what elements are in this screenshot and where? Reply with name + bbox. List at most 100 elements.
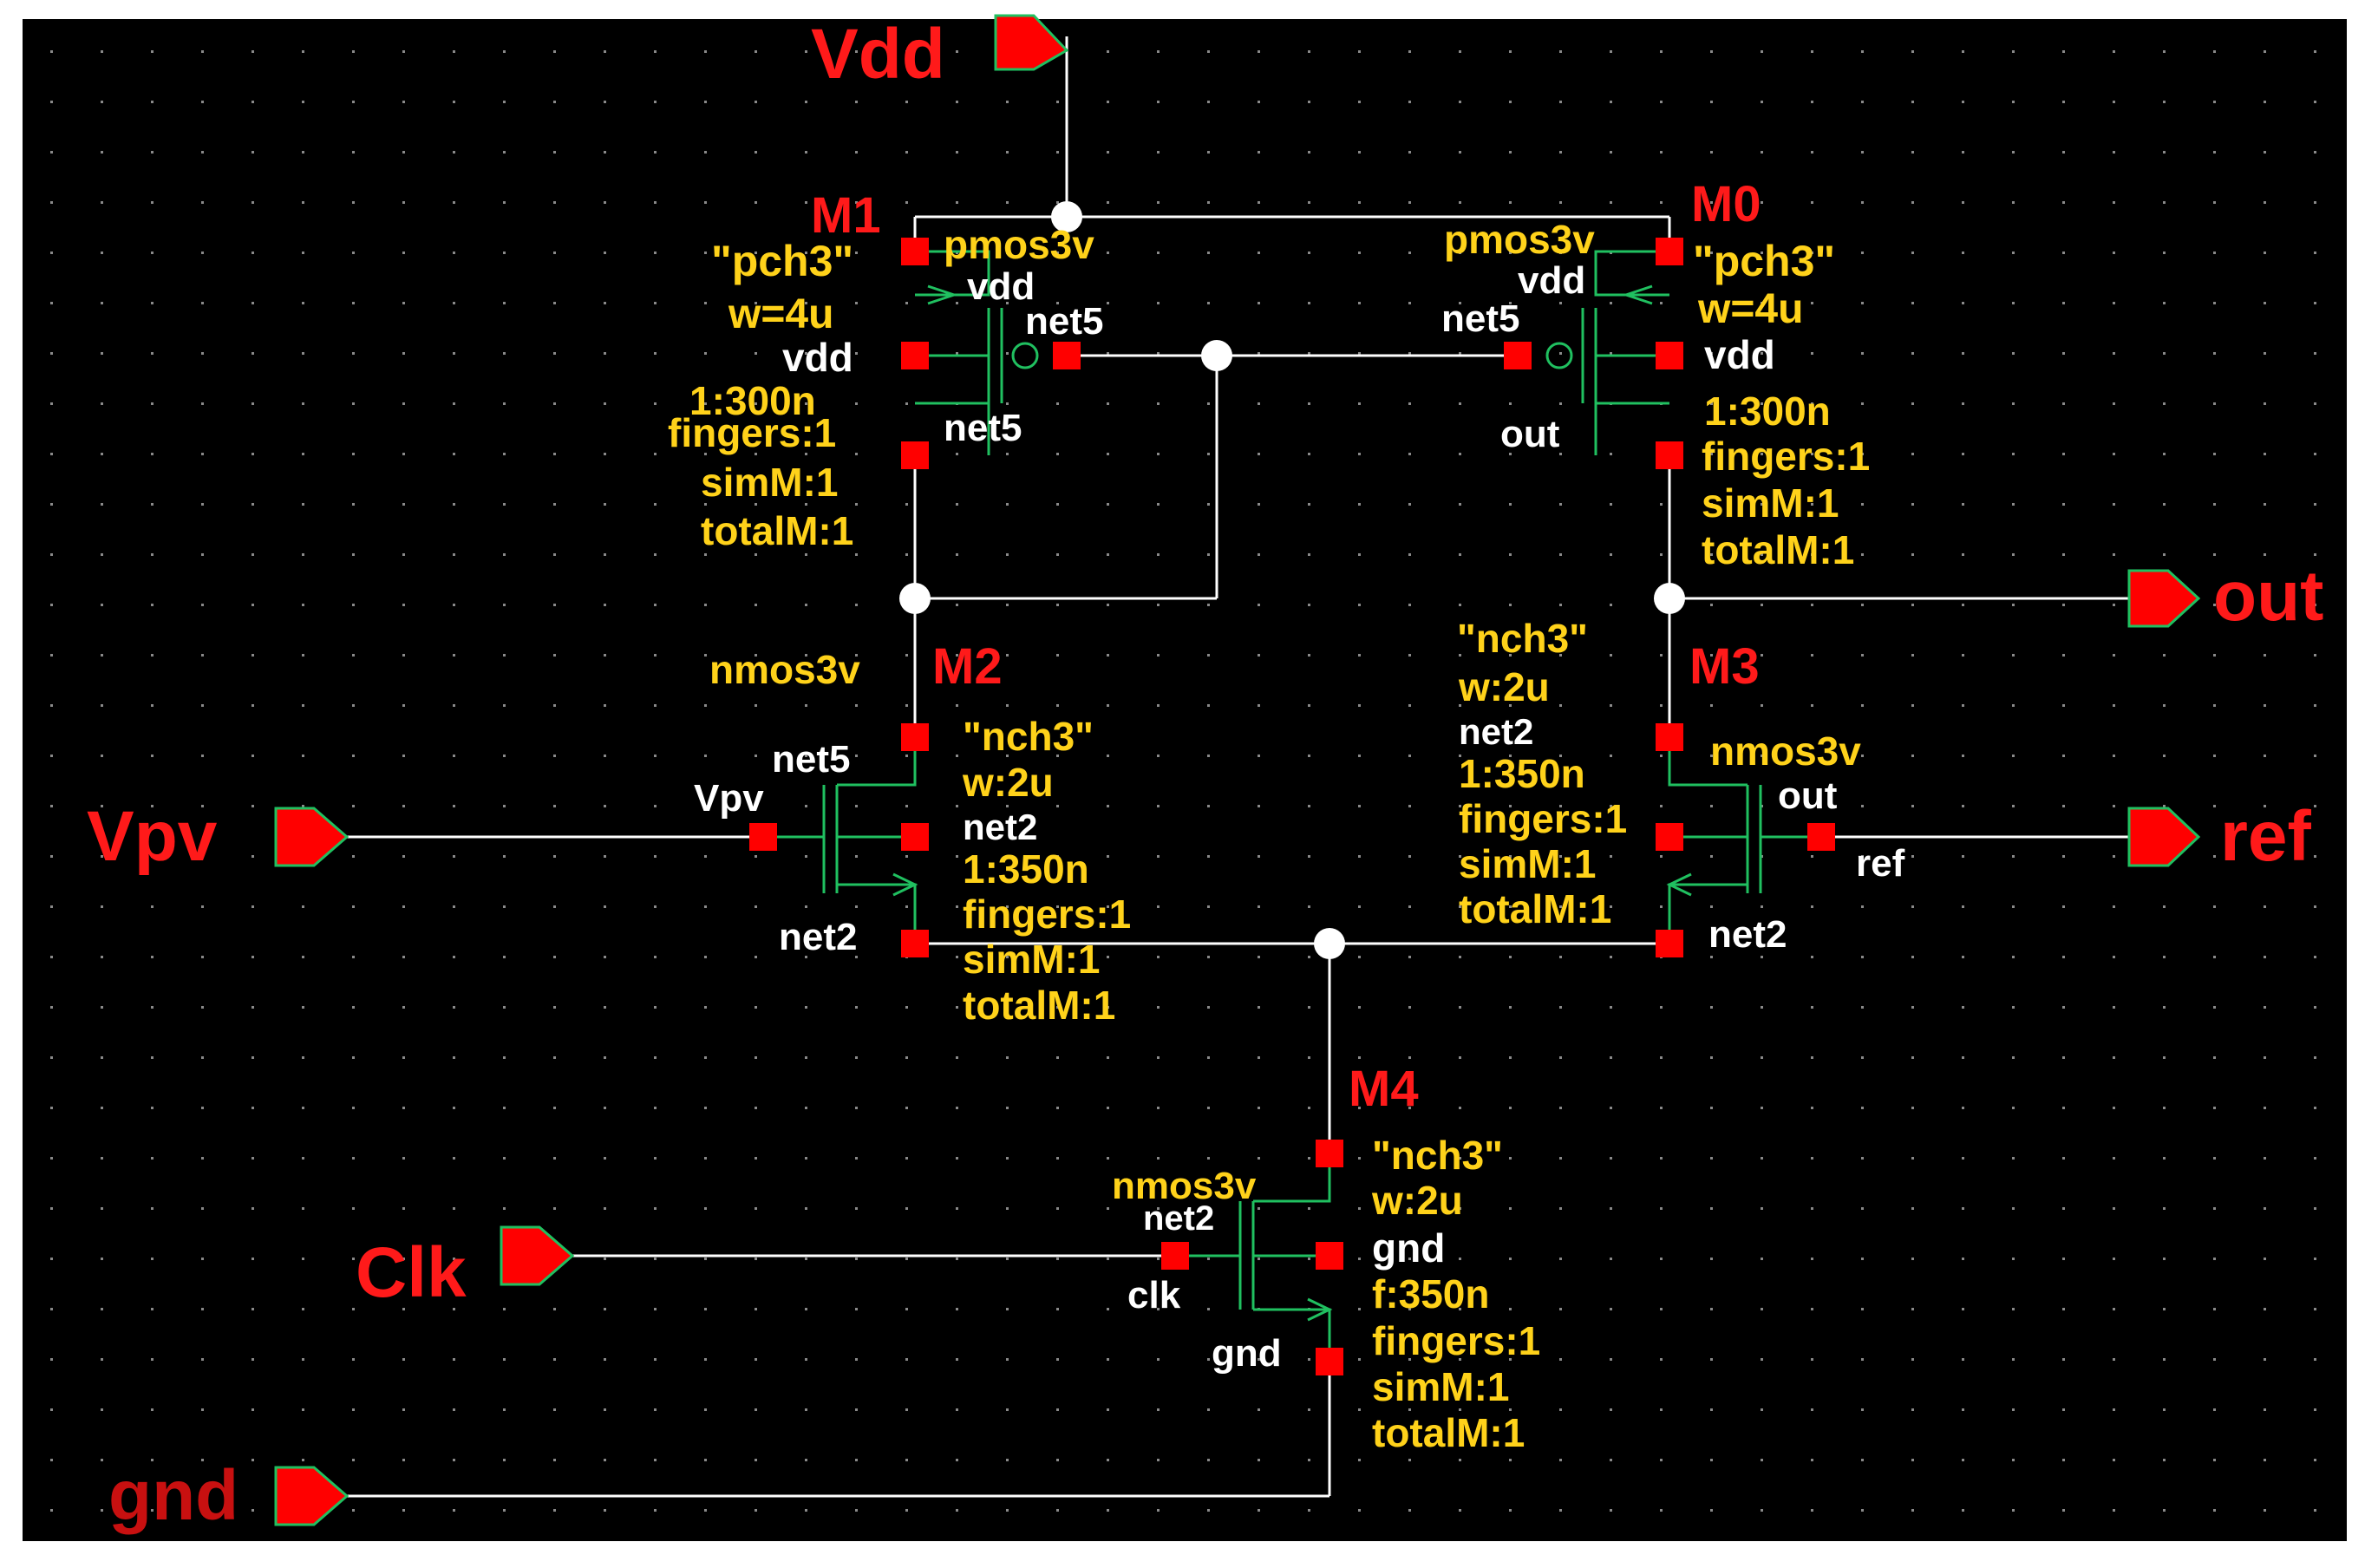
pin-m2-drain[interactable] (901, 723, 929, 751)
instance-m1: M1 pmos3v "pch3" vdd w=4u net5 vdd 1:300… (668, 187, 1103, 553)
param-totalm: totalM:1 (1702, 527, 1854, 572)
net-label-bulk: net2 (963, 807, 1037, 847)
port-label-vpv: Vpv (87, 797, 218, 876)
param-fingers: fingers:1 (963, 892, 1131, 937)
pin-m4-gate[interactable] (1161, 1242, 1189, 1270)
junction-dot (1201, 340, 1232, 371)
pin-m2-bulk[interactable] (901, 823, 929, 851)
param-totalm: totalM:1 (1372, 1410, 1525, 1455)
nmos-symbol-m2[interactable] (763, 737, 918, 944)
input-pin-icon (500, 1225, 575, 1286)
param-simm: simM:1 (963, 937, 1100, 982)
net-label-source: net2 (1708, 913, 1787, 956)
net-label-bulk: gnd (1372, 1225, 1445, 1271)
instance-m2: nmos3v M2 "nch3" net5 w:2u Vpv net2 1:35… (694, 638, 1131, 1028)
cell-name: nmos3v (1112, 1165, 1257, 1207)
pin-m2-source[interactable] (901, 930, 929, 957)
param-simm: simM:1 (1372, 1364, 1509, 1409)
pin-m0-source[interactable] (1656, 238, 1683, 265)
param-totalm: totalM:1 (1459, 886, 1611, 931)
pin-m3-gate[interactable] (1807, 823, 1835, 851)
pin-m3-bulk[interactable] (1656, 823, 1683, 851)
instance-m4: M4 "nch3" nmos3v w:2u net2 gnd clk f:350… (1112, 1061, 1540, 1455)
port-vdd[interactable]: Vdd (811, 14, 1069, 94)
input-pin-icon (2127, 807, 2201, 867)
grid-dots (23, 19, 2347, 1541)
port-gnd[interactable]: gnd (108, 1456, 350, 1535)
port-label-gnd: gnd (108, 1456, 238, 1535)
param-fingers: fingers:1 (668, 410, 836, 455)
pin-m1-gate[interactable] (1053, 342, 1081, 369)
param-length: 1:300n (1704, 389, 1831, 434)
cell-name: pmos3v (944, 222, 1094, 267)
param-width: w:2u (962, 760, 1054, 805)
net-label-drain: net2 (1143, 1199, 1214, 1238)
pin-m4-source[interactable] (1316, 1348, 1343, 1375)
net-label-bulk: net2 (1459, 711, 1533, 752)
pin-m3-source[interactable] (1656, 930, 1683, 957)
wires (347, 36, 2129, 1498)
instance-name: M0 (1691, 176, 1761, 232)
cell-name: pmos3v (1444, 217, 1595, 262)
param-length: f:350n (1372, 1271, 1489, 1316)
ports: Vdd out Vpv ref Clk gnd (87, 14, 2323, 1535)
junction-dot (1314, 928, 1345, 959)
param-width: w=4u (1697, 286, 1803, 332)
param-model: "nch3" (963, 714, 1094, 759)
net-label-gate: ref (1856, 842, 1905, 885)
port-label-out: out (2213, 557, 2323, 636)
param-totalm: totalM:1 (701, 508, 853, 553)
param-length: 1:350n (1459, 751, 1585, 796)
instance-name: M4 (1349, 1061, 1419, 1117)
net-label-gate: net5 (1025, 300, 1103, 343)
junction-dot (899, 583, 931, 614)
net-label-drain: out (1778, 774, 1838, 817)
input-pin-icon (274, 1466, 350, 1526)
net-label-bulk: vdd (967, 265, 1035, 308)
net-label-drain: net5 (772, 738, 850, 781)
param-model: "pch3" (1693, 237, 1835, 285)
param-totalm: totalM:1 (963, 983, 1115, 1028)
port-vpv[interactable]: Vpv (87, 797, 350, 876)
net-label-gate: clk (1127, 1274, 1181, 1316)
pin-m2-gate[interactable] (749, 823, 777, 851)
junction-dot (1654, 583, 1685, 614)
pin-m0-gate[interactable] (1504, 342, 1532, 369)
instance-m0: M0 pmos3v "pch3" vdd w=4u net5 vdd 1:300… (1441, 176, 1870, 572)
pin-m0-bulk[interactable] (1656, 342, 1683, 369)
param-fingers: fingers:1 (1372, 1318, 1540, 1363)
pin-m3-drain[interactable] (1656, 723, 1683, 751)
cell-name: nmos3v (709, 647, 860, 692)
pin-m4-bulk[interactable] (1316, 1242, 1343, 1270)
pin-m0-drain[interactable] (1656, 441, 1683, 469)
param-model: "nch3" (1372, 1133, 1503, 1178)
instance-name: M2 (932, 638, 1003, 695)
pin-m1-source[interactable] (901, 238, 929, 265)
port-out[interactable]: out (2127, 557, 2323, 636)
port-clk[interactable]: Clk (356, 1225, 575, 1312)
pin-m4-drain[interactable] (1316, 1140, 1343, 1167)
nmos-symbol-m3[interactable] (1666, 737, 1821, 944)
net-label-drain: net5 (944, 407, 1022, 449)
net-label-source: vdd (1704, 332, 1775, 377)
junctions (899, 201, 1685, 959)
port-label-vdd: Vdd (811, 15, 945, 94)
instance-name: M1 (811, 187, 881, 244)
output-pin-icon (994, 14, 1069, 71)
net-label-drain: out (1500, 413, 1560, 455)
port-label-ref: ref (2220, 797, 2312, 876)
param-length: 1:350n (963, 846, 1089, 892)
port-ref[interactable]: ref (2127, 797, 2312, 876)
instance-m3: "nch3" M3 w:2u net2 nmos3v 1:350n out fi… (1457, 616, 1905, 956)
param-width: w:2u (1371, 1178, 1463, 1223)
net-label-source: vdd (782, 335, 853, 380)
param-model: "nch3" (1457, 616, 1588, 661)
param-simm: simM:1 (1702, 480, 1839, 526)
net-label-gate: Vpv (694, 777, 764, 820)
port-label-clk: Clk (356, 1233, 467, 1312)
pin-m1-bulk[interactable] (901, 342, 929, 369)
net-label-source: net2 (779, 916, 857, 958)
pin-m1-drain[interactable] (901, 441, 929, 469)
pins (749, 238, 1835, 1375)
